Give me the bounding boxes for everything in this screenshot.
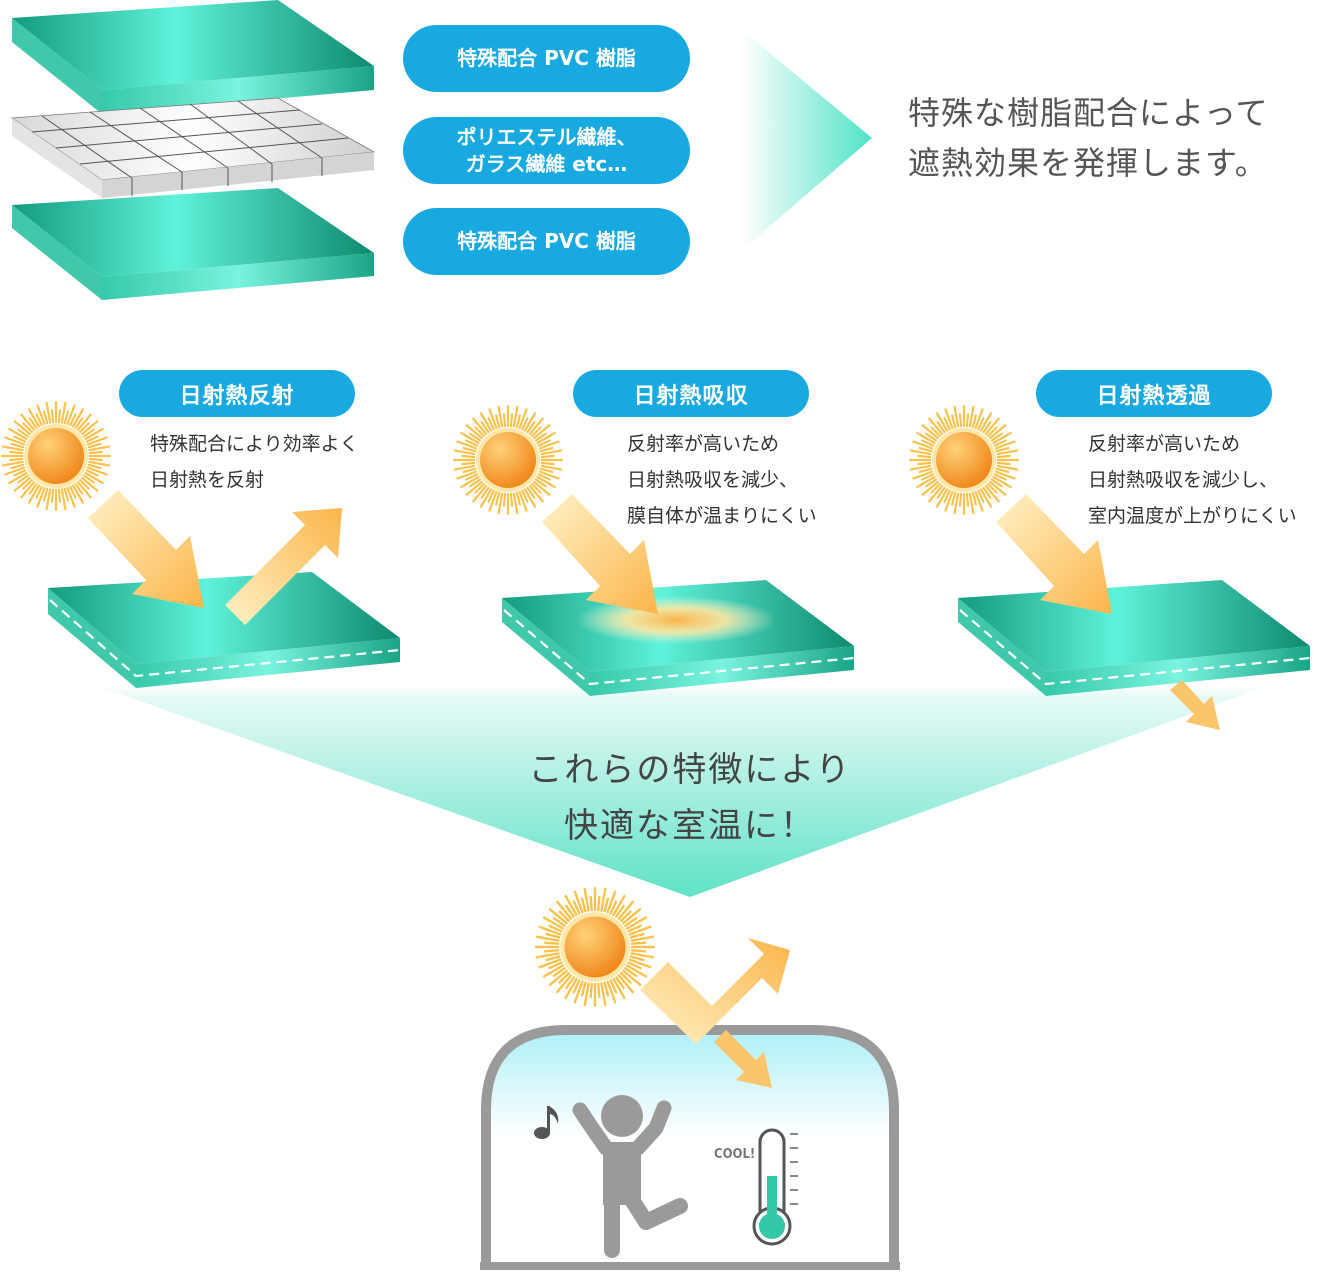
feature-transmit-title: 日射熱透過 <box>1036 370 1272 417</box>
fiber-label: ポリエステル繊維、 ガラス繊維 etc… <box>403 117 690 184</box>
sun-icon <box>0 400 112 512</box>
person-icon <box>572 1095 688 1258</box>
converge-fan <box>95 685 1270 897</box>
music-note-icon <box>534 1106 559 1139</box>
greenhouse <box>480 1025 900 1270</box>
sun-icon <box>908 404 1020 516</box>
sheet-reflect <box>48 490 401 688</box>
feature-reflect-title: 日射熱反射 <box>119 370 355 417</box>
feature-absorb-desc: 反射率が高いため 日射熱吸収を減少、 膜自体が温まりにくい <box>627 433 817 527</box>
sheet-absorb <box>502 494 855 696</box>
cool-label: COOL! <box>714 1147 755 1162</box>
pvc-top-label: 特殊配合 PVC 樹脂 <box>403 25 690 92</box>
feature-transmit-desc: 反射率が高いため 日射熱吸収を減少し、 室内温度が上がりにくい <box>1088 433 1297 527</box>
transmit-arrow <box>714 1030 772 1088</box>
sun-icon <box>534 886 656 1008</box>
pvc-bottom-label: 特殊配合 PVC 樹脂 <box>403 208 690 275</box>
headline: 特殊な樹脂配合によって 遮熱効果を発揮します。 <box>908 94 1269 182</box>
feature-absorb-title: 日射熱吸収 <box>573 370 809 417</box>
reflect-arrow <box>640 938 790 1044</box>
sun-icon <box>452 404 564 516</box>
feature-reflect-desc: 特殊配合により効率よく 日射熱を反射 <box>150 433 359 491</box>
chevron-arrow <box>742 30 872 250</box>
conclusion-text: これらの特徴により 快適な室温に！ <box>528 750 852 846</box>
thermometer-icon <box>752 1128 798 1246</box>
sheet-transmit <box>958 494 1311 730</box>
layer-stack <box>10 0 376 300</box>
